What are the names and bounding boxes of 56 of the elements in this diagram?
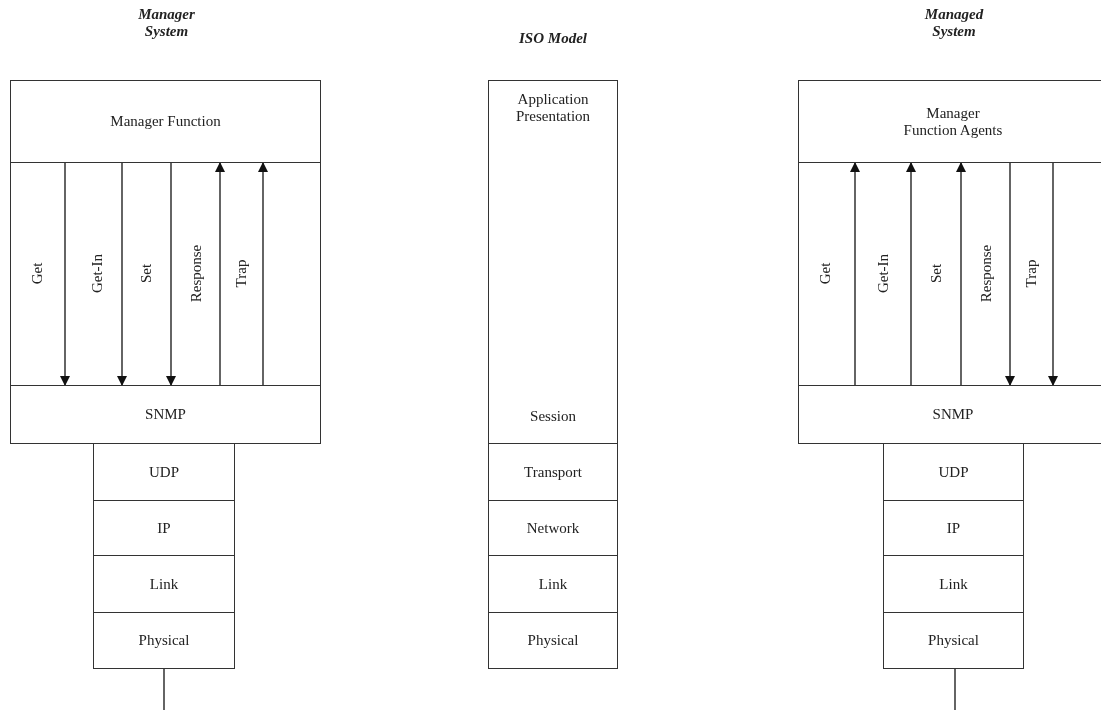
edge-label: Set <box>137 263 155 283</box>
arrow <box>117 161 127 387</box>
layer-label: UDP <box>938 463 969 481</box>
layer-label: Physical <box>928 632 979 649</box>
layer-label: Application Presentation <box>514 91 592 125</box>
connector-line <box>163 668 165 710</box>
layer-label: Link <box>538 575 568 593</box>
system-heading: Managed System <box>923 6 985 41</box>
system-heading: Manager System <box>137 6 196 41</box>
layer-box <box>488 555 618 613</box>
arrow <box>60 161 70 387</box>
layer-box <box>488 500 618 556</box>
layer-box <box>488 80 618 444</box>
arrow <box>1048 161 1058 387</box>
layer-label: IP <box>946 519 961 537</box>
edge-label: Get <box>817 262 835 284</box>
arrow <box>166 161 176 387</box>
layer-label: Manager Function Agents <box>902 104 1004 139</box>
layer-box <box>883 443 1024 501</box>
arrow <box>1005 161 1015 387</box>
edge-label: Get-In <box>874 253 892 293</box>
layer-label: Link <box>939 575 968 593</box>
layer-label: Transport <box>524 463 582 481</box>
edge-label: Get <box>29 262 47 284</box>
edge-label: Get-In <box>88 253 106 293</box>
layer-box <box>883 555 1024 613</box>
layer-box <box>93 555 235 613</box>
layer-box <box>488 443 618 501</box>
arrow <box>215 161 225 387</box>
layer-label: Session <box>530 408 576 425</box>
layer-box <box>488 612 618 669</box>
layer-box <box>93 500 235 556</box>
layer-label: UDP <box>149 463 179 481</box>
layer-label: Network <box>526 519 580 537</box>
layer-box <box>93 612 235 669</box>
layer-label: Manager Function <box>110 113 221 130</box>
arrow <box>850 161 860 387</box>
layer-label: SNMP <box>145 406 186 423</box>
layer-label: IP <box>157 519 171 537</box>
layer-box <box>883 500 1024 556</box>
layer-box <box>883 612 1024 669</box>
arrow <box>258 161 268 387</box>
layer-label: Physical <box>527 632 579 649</box>
edge-label: Trap <box>233 259 251 287</box>
layer-box <box>93 443 235 501</box>
layer-label: SNMP <box>932 406 974 423</box>
model-heading: ISO Model <box>518 30 588 48</box>
edge-label: Trap <box>1023 259 1041 287</box>
arrow <box>906 161 916 387</box>
connector-line <box>954 668 956 710</box>
edge-label: Set <box>927 263 945 283</box>
edge-label: Response <box>188 244 206 302</box>
arrow <box>956 161 966 387</box>
edge-label: Response <box>978 244 996 302</box>
layer-label: Physical <box>138 632 190 649</box>
layer-label: Link <box>149 575 179 593</box>
